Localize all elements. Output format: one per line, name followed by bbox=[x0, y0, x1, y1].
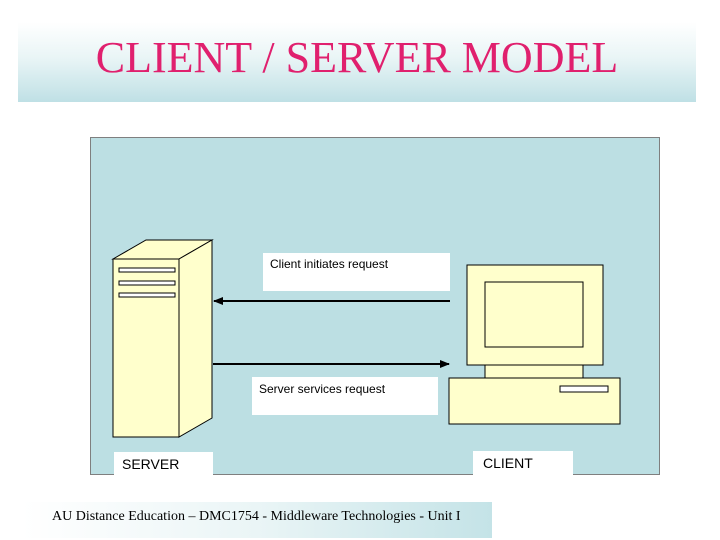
page-title: CLIENT / SERVER MODEL bbox=[95, 33, 619, 82]
footer-text: AU Distance Education – DMC1754 - Middle… bbox=[52, 509, 461, 524]
desktop-computer-icon bbox=[448, 264, 621, 425]
client-label: CLIENT bbox=[473, 451, 573, 475]
service-label: Server services request bbox=[252, 377, 438, 415]
server-tower-icon bbox=[111, 239, 214, 438]
server-label: SERVER bbox=[114, 452, 213, 476]
title-band: CLIENT / SERVER MODEL bbox=[18, 22, 696, 102]
request-label: Client initiates request bbox=[263, 253, 450, 291]
footer-band: AU Distance Education – DMC1754 - Middle… bbox=[22, 502, 492, 538]
